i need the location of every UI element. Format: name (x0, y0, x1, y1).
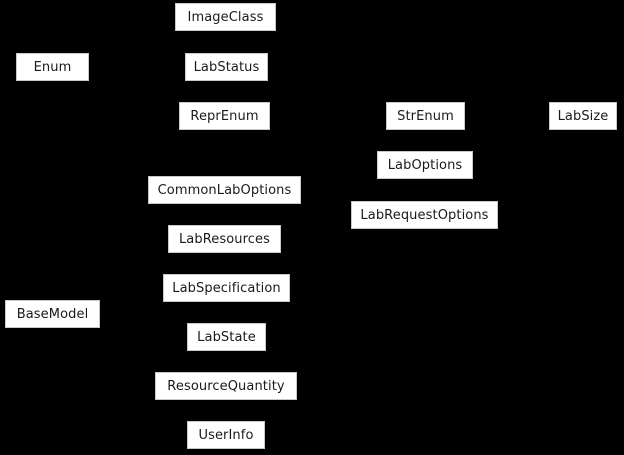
edge-basemodel-to-labresources (99, 242, 169, 308)
class-node-labstatus[interactable]: LabStatus (185, 53, 268, 81)
edge-enum-to-imageclass (88, 24, 176, 63)
class-node-label: UserInfo (198, 427, 254, 443)
class-node-label: ResourceQuantity (167, 378, 285, 394)
class-node-label: CommonLabOptions (157, 182, 292, 198)
class-node-label: LabSpecification (172, 280, 281, 296)
edge-commonlaboptions-to-labrequestoptions (300, 193, 352, 215)
class-node-labspecification[interactable]: LabSpecification (163, 274, 290, 302)
edge-basemodel-to-labstate (99, 317, 188, 338)
class-node-resourcequantity[interactable]: ResourceQuantity (155, 372, 297, 400)
class-node-label: LabStatus (193, 59, 260, 75)
edge-strenum-to-labsize (464, 105, 550, 113)
class-node-label: LabSize (557, 108, 609, 124)
edge-basemodel-to-commonlaboptions (99, 193, 149, 306)
edge-commonlaboptions-to-laboptions (300, 163, 378, 187)
class-node-commonlaboptions[interactable]: CommonLabOptions (148, 176, 301, 204)
class-node-label: LabState (197, 329, 256, 345)
class-node-label: LabResources (178, 231, 271, 247)
class-node-imageclass[interactable]: ImageClass (175, 3, 276, 31)
class-node-laboptions[interactable]: LabOptions (377, 151, 473, 179)
class-node-label: StrEnum (397, 108, 454, 124)
class-node-label: LabOptions (387, 157, 463, 173)
class-node-label: BaseModel (16, 306, 89, 322)
class-node-labresources[interactable]: LabResources (168, 225, 281, 253)
class-node-labrequestoptions[interactable]: LabRequestOptions (351, 201, 498, 229)
class-node-label: LabRequestOptions (360, 207, 489, 223)
class-node-labstate[interactable]: LabState (187, 323, 266, 351)
class-node-label: Enum (33, 59, 72, 75)
class-node-enum[interactable]: Enum (16, 53, 89, 81)
class-node-reprenum[interactable]: ReprEnum (179, 102, 270, 130)
edge-enum-to-reprenum (88, 71, 180, 113)
class-node-label: ImageClass (187, 9, 264, 25)
class-node-label: ReprEnum (190, 108, 259, 124)
class-node-basemodel[interactable]: BaseModel (5, 300, 100, 328)
edge-basemodel-to-resourcequantity (99, 321, 156, 387)
class-node-strenum[interactable]: StrEnum (386, 102, 465, 130)
class-node-labsize[interactable]: LabSize (549, 102, 617, 130)
edge-basemodel-to-labspecification (99, 289, 164, 311)
class-node-userinfo[interactable]: UserInfo (187, 421, 265, 449)
